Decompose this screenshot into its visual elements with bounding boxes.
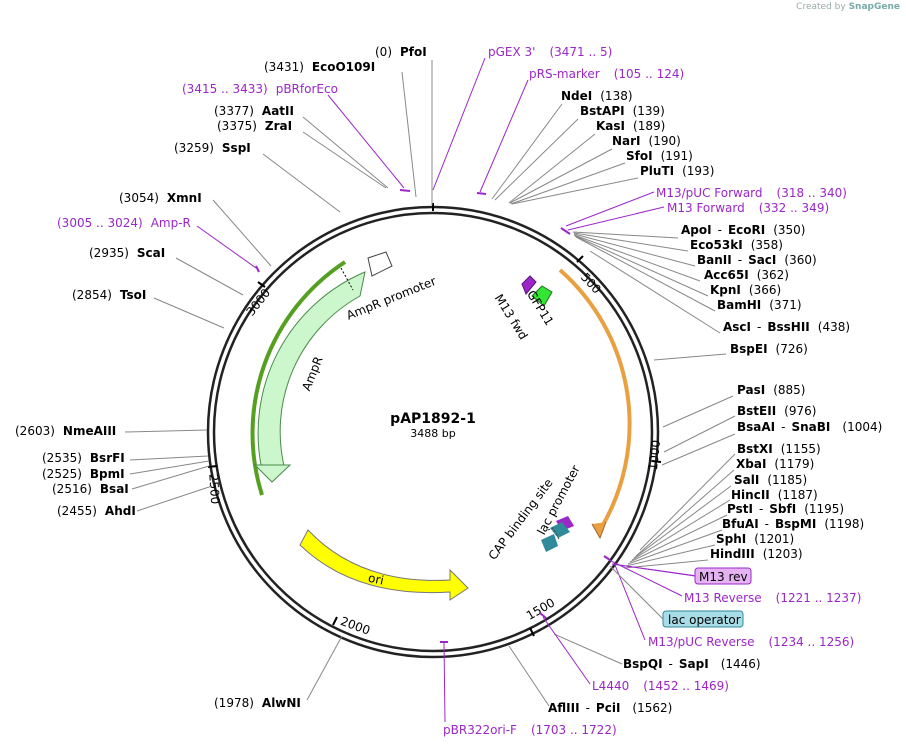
gfp11-arrow	[531, 285, 553, 307]
gfp11-label: GFP11	[524, 288, 556, 328]
plasmid-name: pAP1892-1	[390, 411, 476, 427]
left-site-leaders	[124, 60, 433, 701]
site-ApoI-EcoRI: ApoI-EcoRI(350)	[681, 223, 805, 237]
ruler-ticks	[207, 255, 662, 637]
ruler-label-2500: 2500	[206, 473, 222, 504]
primer-M13-Forward: M13 Forward(332 .. 349)	[667, 201, 829, 215]
site-SfoI: SfoI(191)	[626, 149, 693, 163]
primer-pRS-marker: pRS-marker(105 .. 124)	[529, 67, 684, 81]
primer-leaders	[196, 57, 698, 723]
site-BsaI: (2516)BsaI	[52, 482, 129, 496]
site-BfuAI-BspMI: BfuAI-BspMI(1198)	[722, 517, 864, 531]
primer-pGEX3: pGEX 3'(3471 .. 5)	[488, 45, 612, 59]
site-XmnI: (3054)XmnI	[119, 191, 202, 205]
site-XbaI: XbaI(1179)	[736, 457, 814, 471]
site-PluTI: PluTI(193)	[640, 164, 714, 178]
m13-rev-box-leader	[611, 563, 696, 577]
site-KasI: KasI(189)	[596, 119, 665, 133]
site-Acc65I: Acc65I(362)	[704, 268, 789, 282]
site-NmeAIII: (2603)NmeAIII	[15, 424, 116, 438]
site-BsaAI-SnaBI: BsaAI-SnaBI(1004)	[737, 420, 882, 434]
site-NarI: NarI(190)	[612, 134, 681, 148]
ruler-label-2000: 2000	[339, 614, 372, 638]
lac-operator-box-label: lac operator	[668, 613, 741, 627]
site-SspI: (3259)SspI	[174, 141, 251, 155]
site-BamHI: BamHI(371)	[717, 298, 802, 312]
primer-M13-pUC-Forward: M13/pUC Forward(318 .. 340)	[656, 186, 847, 200]
site-SalI: SalI(1185)	[734, 473, 807, 487]
site-HincII: HincII(1187)	[731, 488, 818, 502]
credit-prefix: Created by	[796, 2, 846, 12]
credit-brand: SnapGene	[848, 2, 900, 12]
site-NdeI: NdeI(138)	[561, 89, 633, 103]
primer-labels: pGEX 3'(3471 .. 5) pRS-marker(105 .. 124…	[57, 45, 861, 737]
ori-feature	[299, 529, 469, 601]
lac-operator-box	[550, 522, 570, 538]
site-AscI-BssHII: AscI-BssHII(438)	[723, 320, 850, 334]
site-BstAPI: BstAPI(139)	[580, 104, 665, 118]
right-site-leaders	[491, 103, 736, 707]
primer-pBR322ori-F: pBR322ori-F(1703 .. 1722)	[443, 723, 617, 737]
site-HindIII: HindIII(1203)	[710, 547, 803, 561]
site-Eco53kI: Eco53kI(358)	[690, 238, 783, 252]
ampr-arrowhead	[253, 464, 292, 483]
ori-label: ori	[367, 571, 385, 588]
m13-fwd-label: M13 fwd	[492, 292, 531, 343]
site-SphI: SphI(1201)	[716, 532, 794, 546]
site-AhdI: (2455)AhdI	[57, 504, 136, 518]
primer-Amp-R: (3005 .. 3024)Amp-R	[57, 216, 191, 230]
ruler-label-1000: 1000	[646, 439, 663, 471]
site-BspEI: BspEI(726)	[730, 342, 808, 356]
site-BstEII: BstEII(976)	[737, 404, 816, 418]
site-AflIII-PciI: AflIII-PciI(1562)	[548, 701, 672, 715]
site-ZraI: (3375)ZraI	[217, 119, 292, 133]
site-BsrFI: (2535)BsrFI	[42, 451, 125, 465]
primer-L4440: L4440(1452 .. 1469)	[592, 679, 729, 693]
left-site-labels: (0)PfoI (3431)EcoO109I (3377)AatII (3375…	[15, 45, 427, 710]
right-site-labels: NdeI(138) BstAPI(139) KasI(189) NarI(190…	[548, 89, 882, 715]
backbone-inner	[212, 211, 654, 653]
m13-rev-box-label: M13 rev	[699, 570, 748, 584]
plasmid-size: 3488 bp	[410, 427, 455, 440]
primer-M13-Reverse: M13 Reverse(1221 .. 1237)	[684, 591, 861, 605]
site-AlwNI: (1978)AlwNI	[214, 696, 301, 710]
site-PasI: PasI(885)	[737, 383, 805, 397]
site-PstI-SbfI: PstI-SbfI(1195)	[727, 502, 844, 516]
ampr-frame-arc	[250, 260, 347, 496]
ruler-label-1500: 1500	[524, 595, 557, 622]
site-AatII: (3377)AatII	[214, 104, 294, 118]
ampr-promoter-boundary	[340, 267, 354, 291]
primer-marks	[255, 189, 611, 643]
primer-pBRforEco: (3415 .. 3433)pBRforEco	[182, 82, 338, 96]
site-BstXI: BstXI(1155)	[737, 442, 821, 456]
ampr-promoter-arrow	[367, 251, 393, 277]
lac-promoter-arrow	[547, 527, 561, 542]
orange-region-arc	[558, 268, 632, 532]
ampr-label: AmpR	[299, 354, 325, 392]
cap-site-box	[541, 534, 558, 552]
site-EcoO109I: (3431)EcoO109I	[264, 60, 375, 74]
site-BspQI-SapI: BspQI-SapI(1446)	[623, 657, 761, 671]
site-ScaI: (2935)ScaI	[89, 246, 165, 260]
site-BanII-SacI: BanII-SacI(360)	[697, 253, 817, 267]
site-BpmI: (2525)BpmI	[42, 467, 125, 481]
m13-fwd-arrow	[521, 275, 537, 295]
lac-operator-box-leader	[609, 565, 664, 620]
orange-arc-head	[591, 521, 607, 540]
snapgene-credit: Created by SnapGene	[796, 2, 900, 12]
primer-M13-pUC-Reverse: M13/pUC Reverse(1234 .. 1256)	[648, 635, 854, 649]
site-PfoI: (0)PfoI	[375, 45, 427, 59]
site-KpnI: KpnI(366)	[710, 283, 781, 297]
boxed-feature-labels: M13 rev lac operator	[609, 563, 752, 628]
site-TsoI: (2854)TsoI	[72, 288, 146, 302]
